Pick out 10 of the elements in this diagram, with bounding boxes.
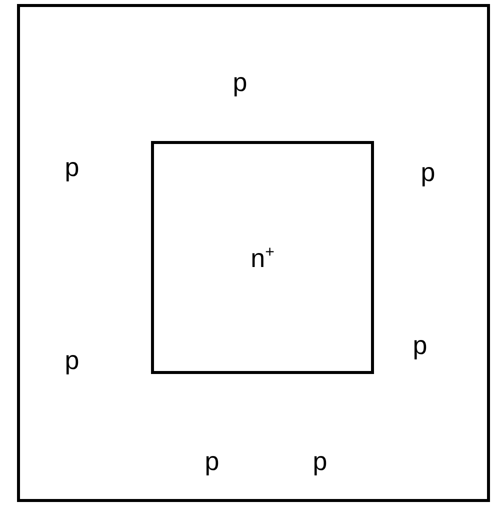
region-label: p [312,446,328,476]
outer-box [17,4,490,502]
region-box [151,141,374,374]
region-label: p [420,157,436,187]
region-label: n$^{+}$ [250,242,274,272]
region-label: p [64,345,80,375]
region-label: p [412,330,428,360]
region-label: p [232,67,248,97]
region-label: p [64,152,80,182]
region-label: p [204,446,220,476]
